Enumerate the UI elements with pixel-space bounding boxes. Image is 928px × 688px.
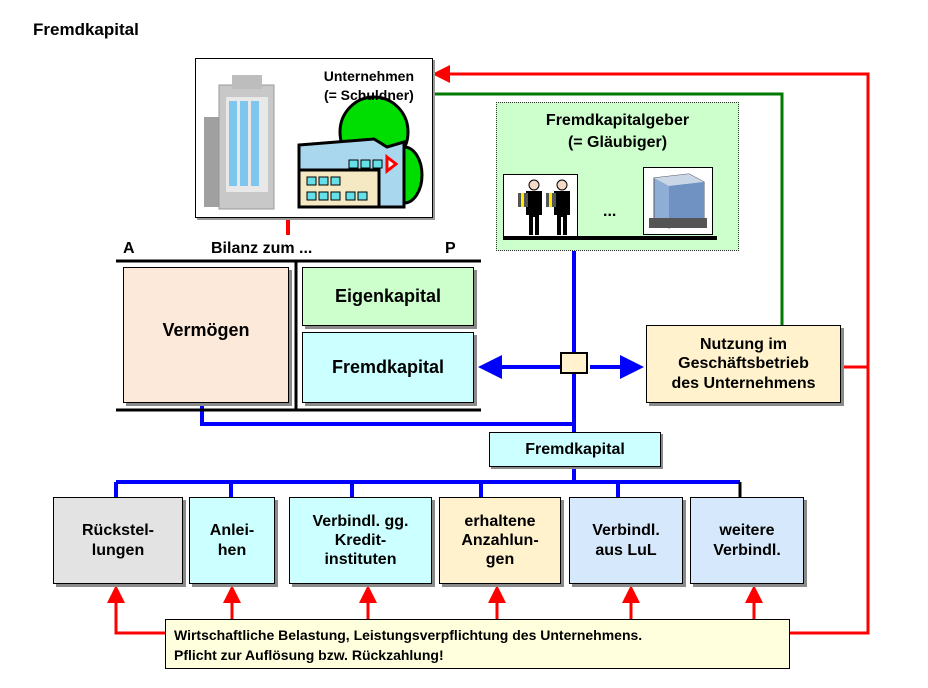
balance-header: Bilanz zum ... <box>211 240 313 257</box>
category-bank-liabilities: Verbindl. gg. Kredit- instituten <box>289 497 432 584</box>
company-box: Unternehmen (= Schuldner) <box>195 58 433 218</box>
creditor-sublabel: (= Gläubiger) <box>567 133 668 151</box>
company-buildings-icon <box>204 75 424 210</box>
debt-box: Fremdkapital <box>302 332 474 403</box>
category-advance-payments: erhaltene Anzahlun- gen <box>439 497 561 584</box>
company-sublabel: (= Schuldner) <box>323 86 414 103</box>
category-bonds: Anlei- hen <box>189 497 275 584</box>
category-provisions: Rückstel- lungen <box>53 497 183 584</box>
assets-box: Vermögen <box>123 267 289 403</box>
note-line-2: Pflicht zur Auflösung bzw. Rückzahlung! <box>174 647 444 664</box>
creditor-persons-icon <box>503 174 578 238</box>
company-label: Unternehmen <box>323 68 414 84</box>
creditor-box: Fremdkapitalgeber (= Gläubiger) ... <box>496 102 739 251</box>
junction-node <box>560 352 588 374</box>
category-other-liabilities: weitere Verbindl. <box>690 497 804 584</box>
creditor-bank-icon <box>643 167 713 235</box>
creditor-label: Fremdkapitalgeber <box>545 112 690 129</box>
red-loop-line <box>432 65 870 635</box>
note-line-1: Wirtschaftliche Belastung, Leistungsverp… <box>174 627 643 643</box>
category-trade-payables: Verbindl. aus LuL <box>569 497 683 584</box>
page-title: Fremdkapital <box>33 20 139 39</box>
red-arrow-cat <box>107 585 165 635</box>
creditor-baseline <box>503 236 717 240</box>
balance-right-label: P <box>445 240 456 257</box>
green-line <box>434 92 784 326</box>
usage-box: Nutzung im Geschäftsbetrieb des Unterneh… <box>646 325 841 403</box>
note-box: Wirtschaftliche Belastung, Leistungsverp… <box>165 619 790 669</box>
creditor-ellipsis: ... <box>603 203 617 220</box>
debt-node: Fremdkapital <box>489 432 661 467</box>
equity-box: Eigenkapital <box>302 267 474 326</box>
balance-left-label: A <box>123 240 135 257</box>
